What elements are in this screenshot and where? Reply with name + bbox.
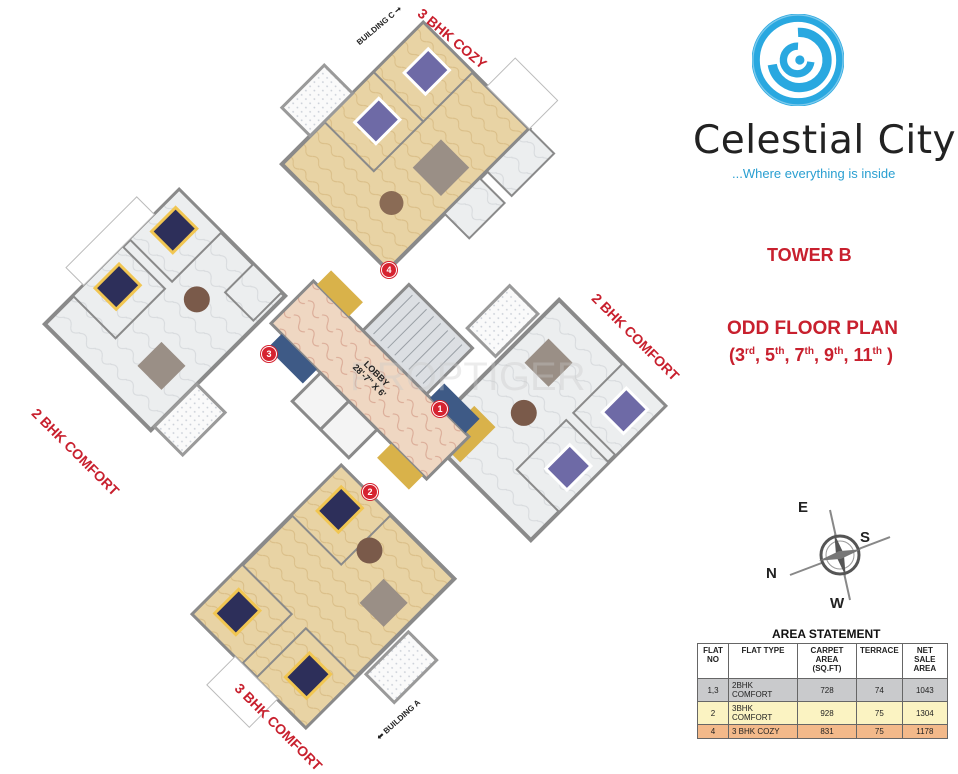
unit-bottom-3bhk-comfort [189, 462, 458, 731]
compass-north: N [766, 565, 777, 582]
unit-top-3bhk-cozy [279, 19, 559, 274]
flat-badge-1: 1 [432, 401, 448, 417]
table-row: 1,3 2BHK COMFORT 728 74 1043 [697, 678, 949, 702]
area-statement-table: FLAT NO FLAT TYPE CARPET AREA (SQ.FT) TE… [697, 643, 949, 739]
floor-plan-drawing: PROPTIGER [41, 19, 669, 731]
header-flat-type: FLAT TYPE [728, 643, 798, 679]
blue-swirl-icon [752, 14, 844, 106]
header-net-sale-area: NET SALE AREA [901, 643, 949, 679]
compass: E S N W [766, 495, 900, 615]
flat-badge-4: 4 [381, 262, 397, 278]
plan-floors: (3rd, 5th, 7th, 9th, 11th ) [729, 345, 893, 365]
tower-title: TOWER B [767, 245, 852, 265]
flat-badge-3: 3 [261, 346, 277, 362]
header-flat-no: FLAT NO [697, 643, 729, 679]
compass-west: W [830, 595, 845, 612]
watermark: PROPTIGER [350, 355, 586, 399]
lobby-core [267, 270, 480, 490]
table-row: 2 3BHK COMFORT 928 75 1304 [697, 701, 949, 725]
brand-title: Celestial City [693, 118, 957, 163]
table-row: 4 3 BHK COZY 831 75 1178 [697, 724, 949, 739]
table-header-row: FLAT NO FLAT TYPE CARPET AREA (SQ.FT) TE… [697, 643, 949, 679]
header-carpet-area: CARPET AREA (SQ.FT) [797, 643, 857, 679]
floor-plan: PROPTIGER 3 BHK COZY 2 BHK COMFORT 2 BHK… [29, 4, 683, 774]
plan-title: ODD FLOOR PLAN [727, 318, 898, 339]
compass-rose-icon [789, 509, 891, 601]
unit-left-2bhk-comfort [41, 186, 289, 458]
compass-east: E [798, 499, 809, 516]
compass-south: S [860, 529, 871, 546]
unit-right-2bhk-comfort [421, 283, 669, 544]
header-terrace: TERRACE [856, 643, 903, 679]
flat-badge-2: 2 [362, 484, 378, 500]
area-statement-title: AREA STATEMENT [772, 627, 881, 641]
brand-tagline: ...Where everything is inside [732, 166, 896, 181]
